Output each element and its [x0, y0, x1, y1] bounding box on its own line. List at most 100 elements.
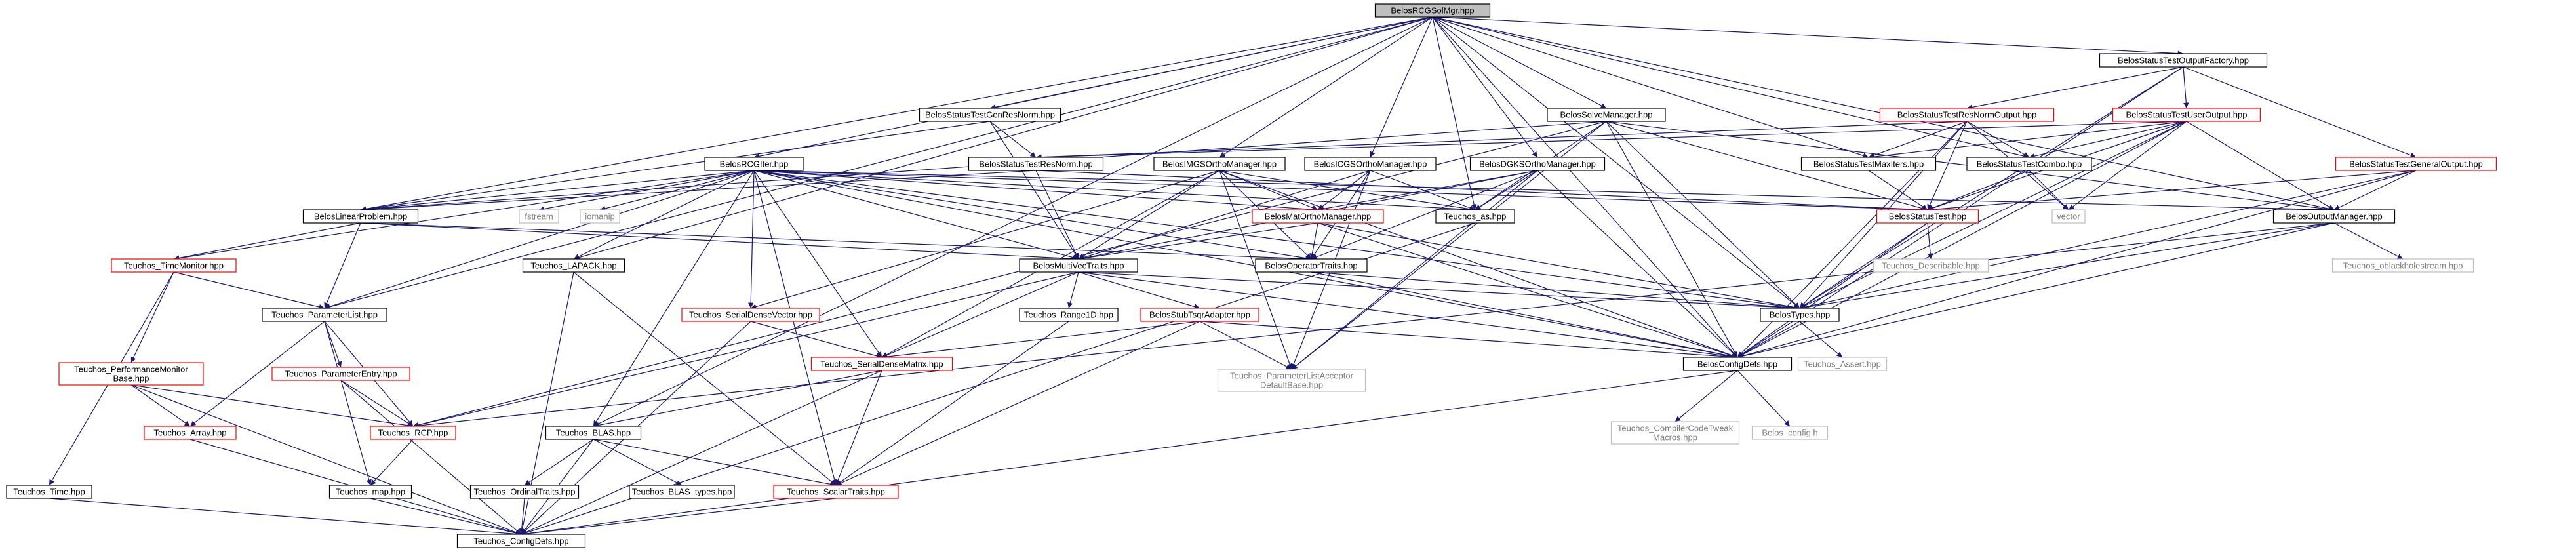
edge-linprob-to-multivec: [360, 222, 1079, 262]
node-box: [1140, 308, 1259, 322]
node-box: [1019, 258, 1138, 273]
edge-paramentry-to-tconfig: [340, 380, 522, 535]
node-label: BelosMatOrthoManager.hpp: [1265, 212, 1372, 222]
edge-root-to-linprob: [360, 16, 1433, 212]
node-box: [1255, 258, 1368, 273]
dependency-edge: [130, 384, 191, 427]
dependency-edge: [599, 170, 755, 211]
edge-rciter-to-scalar: [753, 170, 837, 486]
dependency-edge: [1432, 16, 2030, 159]
node-ttime[interactable]: Teuchos_Time.hpp: [6, 485, 92, 499]
edge-range1d-to-scalar: [835, 321, 1069, 486]
node-solvemgr[interactable]: BelosSolveManager.hpp: [1547, 108, 1666, 122]
edge-dgks-to-teuchos_as: [1475, 170, 1538, 210]
node-genres[interactable]: BelosStatusTestGenResNorm.hpp: [919, 108, 1061, 122]
dependency-edge: [1799, 170, 2417, 310]
dependency-edge: [412, 121, 1607, 428]
edge-rciter-to-outmgr: [753, 170, 2335, 212]
node-otf[interactable]: BelosStatusTestOutputFactory.hpp: [2099, 53, 2268, 68]
dependency-edge: [324, 222, 361, 309]
node-array[interactable]: Teuchos_Array.hpp: [144, 426, 237, 440]
node-blas[interactable]: Teuchos_BLAS.hpp: [545, 426, 642, 440]
dependency-edge: [1078, 170, 1371, 260]
edge-matortho-to-optraits: [1309, 222, 1318, 260]
node-userout[interactable]: BelosStatusTestUserOutput.hpp: [2112, 108, 2261, 122]
edge-ttime-to-tconfig: [49, 498, 522, 537]
node-combo[interactable]: BelosStatusTestCombo.hpp: [1966, 157, 2092, 171]
dependency-edge: [1219, 16, 1433, 158]
node-label: Teuchos_SerialDenseVector.hpp: [689, 310, 812, 320]
node-label: BelosRCGIter.hpp: [720, 159, 789, 169]
node-range1d[interactable]: Teuchos_Range1D.hpp: [1019, 308, 1119, 322]
node-label: BelosICGSOrthoManager.hpp: [1314, 159, 1427, 169]
node-lapack[interactable]: Teuchos_LAPACK.hpp: [522, 258, 625, 273]
edge-matortho-to-belostypes: [1317, 222, 1800, 310]
node-timemon[interactable]: Teuchos_TimeMonitor.hpp: [111, 258, 237, 273]
node-matortho[interactable]: BelosMatOrthoManager.hpp: [1252, 209, 1384, 224]
node-label: BelosStubTsqrAdapter.hpp: [1149, 310, 1250, 320]
node-label: Teuchos_Time.hpp: [13, 487, 85, 497]
edge-multivec-to-belostypes: [1078, 271, 1800, 311]
node-resnorm[interactable]: BelosStatusTestResNorm.hpp: [968, 157, 1104, 171]
node-optraits[interactable]: BelosOperatorTraits.hpp: [1255, 258, 1368, 273]
dependency-edge: [360, 222, 1312, 262]
node-serialdv[interactable]: Teuchos_SerialDenseVector.hpp: [681, 308, 820, 322]
edge-statustest-to-describable: [1927, 222, 1933, 260]
node-label: BelosStatusTest.hpp: [1889, 212, 1967, 222]
node-label: BelosMultiVecTraits.hpp: [1033, 261, 1124, 271]
node-root[interactable]: BelosRCGSolMgr.hpp: [1374, 3, 1491, 18]
node-imgs[interactable]: BelosIMGSOrthoManager.hpp: [1153, 157, 1286, 171]
edge-imgs-to-teuchos_as: [1219, 170, 1476, 212]
node-genout[interactable]: BelosStatusTestGeneralOutput.hpp: [2335, 157, 2497, 171]
node-rcp[interactable]: Teuchos_RCP.hpp: [370, 426, 456, 440]
node-paramentry[interactable]: Teuchos_ParameterEntry.hpp: [271, 367, 410, 381]
dependency-edge: [2183, 66, 2417, 158]
dependency-edge: [1219, 170, 1476, 212]
node-resnormout[interactable]: BelosStatusTestResNormOutput.hpp: [1879, 108, 2055, 122]
edge-resnorm-to-statustest: [1035, 170, 1928, 212]
dependency-edge: [340, 380, 414, 427]
node-ordinal[interactable]: Teuchos_OrdinalTraits.hpp: [469, 485, 580, 499]
edge-imgs-to-matortho: [1219, 170, 1318, 210]
node-blastypes[interactable]: Teuchos_BLAS_types.hpp: [629, 485, 735, 499]
edge-rciter-to-blas: [593, 170, 755, 427]
node-tmap[interactable]: Teuchos_map.hpp: [328, 485, 412, 499]
dependency-edge: [573, 16, 1433, 260]
node-outmgr[interactable]: BelosOutputManager.hpp: [2272, 209, 2396, 224]
edge-imgs-to-serialdv: [750, 170, 1220, 309]
node-box: [370, 426, 456, 440]
node-box: [58, 362, 204, 386]
node-paramlist[interactable]: Teuchos_ParameterList.hpp: [262, 308, 387, 322]
node-dgks[interactable]: BelosDGKSOrthoManager.hpp: [1469, 157, 1606, 171]
node-rciter[interactable]: BelosRCGIter.hpp: [704, 157, 804, 171]
node-linprob[interactable]: BelosLinearProblem.hpp: [302, 209, 419, 224]
node-icgs[interactable]: BelosICGSOrthoManager.hpp: [1304, 157, 1437, 171]
node-box: [144, 426, 237, 440]
dependency-edge: [1317, 222, 1800, 310]
node-tconfig[interactable]: Teuchos_ConfigDefs.hpp: [456, 534, 586, 548]
edge-serialdm-to-blas: [593, 370, 882, 428]
node-configdefs[interactable]: BelosConfigDefs.hpp: [1682, 357, 1793, 371]
node-maxiters[interactable]: BelosStatusTestMaxIters.hpp: [1800, 157, 1937, 171]
node-label: Teuchos_as.hpp: [1444, 212, 1507, 222]
edge-dgks-to-matortho: [1317, 170, 1538, 212]
node-belostypes[interactable]: BelosTypes.hpp: [1760, 308, 1840, 322]
node-multivec[interactable]: BelosMultiVecTraits.hpp: [1019, 258, 1138, 273]
edge-solvemgr-to-belostypes: [1606, 121, 1800, 309]
node-tsqr[interactable]: BelosStubTsqrAdapter.hpp: [1140, 308, 1259, 322]
node-statustest[interactable]: BelosStatusTest.hpp: [1876, 209, 1979, 224]
edge-root-to-rciter: [753, 16, 1433, 159]
node-serialdm[interactable]: Teuchos_SerialDenseMatrix.hpp: [810, 357, 953, 371]
node-label: Teuchos_oblackholestream.hpp: [2343, 261, 2463, 271]
dependency-edge: [1078, 271, 1800, 311]
dependency-edge: [324, 16, 1433, 309]
edge-multivec-to-configdefs: [1078, 271, 1738, 360]
edge-imgs-to-configdefs: [1219, 170, 1738, 359]
node-box: [1760, 308, 1840, 322]
node-teuchos_as[interactable]: Teuchos_as.hpp: [1435, 209, 1515, 224]
node-scalar[interactable]: Teuchos_ScalarTraits.hpp: [773, 485, 899, 499]
dependency-edge: [1199, 321, 1738, 360]
edge-root-to-imgs: [1219, 16, 1433, 158]
edge-userout-to-combo: [2029, 121, 2187, 159]
